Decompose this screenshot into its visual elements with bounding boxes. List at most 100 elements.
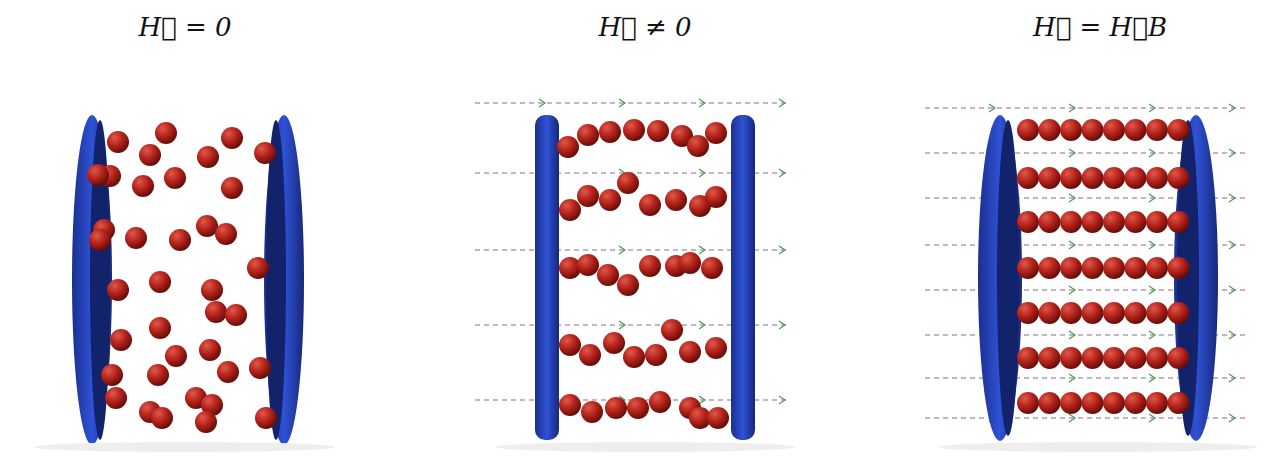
particle — [707, 407, 729, 429]
particle — [577, 254, 599, 276]
particle — [89, 229, 111, 251]
particle — [1039, 119, 1061, 141]
particle — [705, 337, 727, 359]
particle — [215, 223, 237, 245]
particle — [1168, 257, 1190, 279]
particle — [1039, 347, 1061, 369]
particle — [169, 229, 191, 251]
particle — [559, 394, 581, 416]
particle — [705, 186, 727, 208]
particle — [195, 411, 217, 433]
field-arrowhead — [1069, 331, 1075, 339]
particle — [1082, 119, 1104, 141]
particle — [197, 146, 219, 168]
particle — [1017, 167, 1039, 189]
field-arrowhead — [1229, 286, 1235, 294]
field-arrowhead — [779, 246, 785, 254]
field-line — [475, 102, 790, 103]
particle — [249, 357, 271, 379]
particle — [1082, 167, 1104, 189]
particle — [617, 274, 639, 296]
field-label: H⃗ = 0 — [138, 12, 231, 42]
particle — [1125, 302, 1147, 324]
particle — [701, 257, 723, 279]
particle — [597, 264, 619, 286]
particle — [1103, 167, 1125, 189]
field-arrowhead — [1149, 331, 1155, 339]
particle — [665, 189, 687, 211]
particle — [559, 199, 581, 221]
field-arrowhead — [699, 396, 705, 404]
particle — [1103, 392, 1125, 414]
field-arrowhead — [1069, 104, 1075, 112]
particle — [1060, 257, 1082, 279]
particle — [679, 252, 701, 274]
particle — [1168, 119, 1190, 141]
particle — [1060, 392, 1082, 414]
shadow — [495, 442, 795, 452]
particle — [139, 144, 161, 166]
particle — [1082, 302, 1104, 324]
particle — [221, 127, 243, 149]
particle — [1060, 211, 1082, 233]
particle — [1168, 211, 1190, 233]
particle — [1060, 167, 1082, 189]
particle — [1146, 257, 1168, 279]
particle — [679, 341, 701, 363]
field-arrowhead — [779, 321, 785, 329]
particle — [1125, 257, 1147, 279]
field-arrowhead — [1069, 374, 1075, 382]
particle — [155, 122, 177, 144]
particle — [1039, 167, 1061, 189]
particle — [105, 387, 127, 409]
field-arrowhead — [699, 99, 705, 107]
particle — [1082, 347, 1104, 369]
field-arrowhead — [1149, 149, 1155, 157]
particle — [1060, 119, 1082, 141]
field-arrowhead — [779, 396, 785, 404]
particle — [1017, 211, 1039, 233]
field-arrowhead — [1229, 194, 1235, 202]
field-arrowhead — [1229, 374, 1235, 382]
electrode-plate — [535, 115, 559, 440]
field-arrowhead — [1069, 149, 1075, 157]
particle — [1082, 211, 1104, 233]
particle — [623, 119, 645, 141]
field-arrowhead — [779, 169, 785, 177]
electrode-plate — [264, 115, 304, 445]
electrode-plate — [978, 115, 1022, 441]
particle — [1017, 392, 1039, 414]
particle — [599, 189, 621, 211]
particle — [225, 304, 247, 326]
particle — [1125, 167, 1147, 189]
particle — [1060, 347, 1082, 369]
particle — [132, 175, 154, 197]
particle — [199, 339, 221, 361]
field-arrowhead — [1229, 149, 1235, 157]
particle — [1017, 302, 1039, 324]
field-arrowhead — [699, 321, 705, 329]
particle — [577, 185, 599, 207]
field-arrowhead — [619, 246, 625, 254]
particle — [1103, 119, 1125, 141]
field-arrowhead — [1149, 414, 1155, 422]
field-lines — [475, 99, 1245, 422]
particle — [705, 122, 727, 144]
shadow — [35, 442, 335, 452]
particle — [1017, 347, 1039, 369]
particle — [1168, 167, 1190, 189]
plates — [72, 115, 1218, 445]
particle — [165, 345, 187, 367]
particle — [205, 301, 227, 323]
particle — [107, 279, 129, 301]
particle — [581, 401, 603, 423]
field-arrowhead — [779, 99, 785, 107]
particle — [1017, 119, 1039, 141]
particle — [254, 142, 276, 164]
particle — [1125, 347, 1147, 369]
particle — [1039, 392, 1061, 414]
particle — [1039, 302, 1061, 324]
particle — [1146, 392, 1168, 414]
particle — [196, 215, 218, 237]
particle — [639, 255, 661, 277]
